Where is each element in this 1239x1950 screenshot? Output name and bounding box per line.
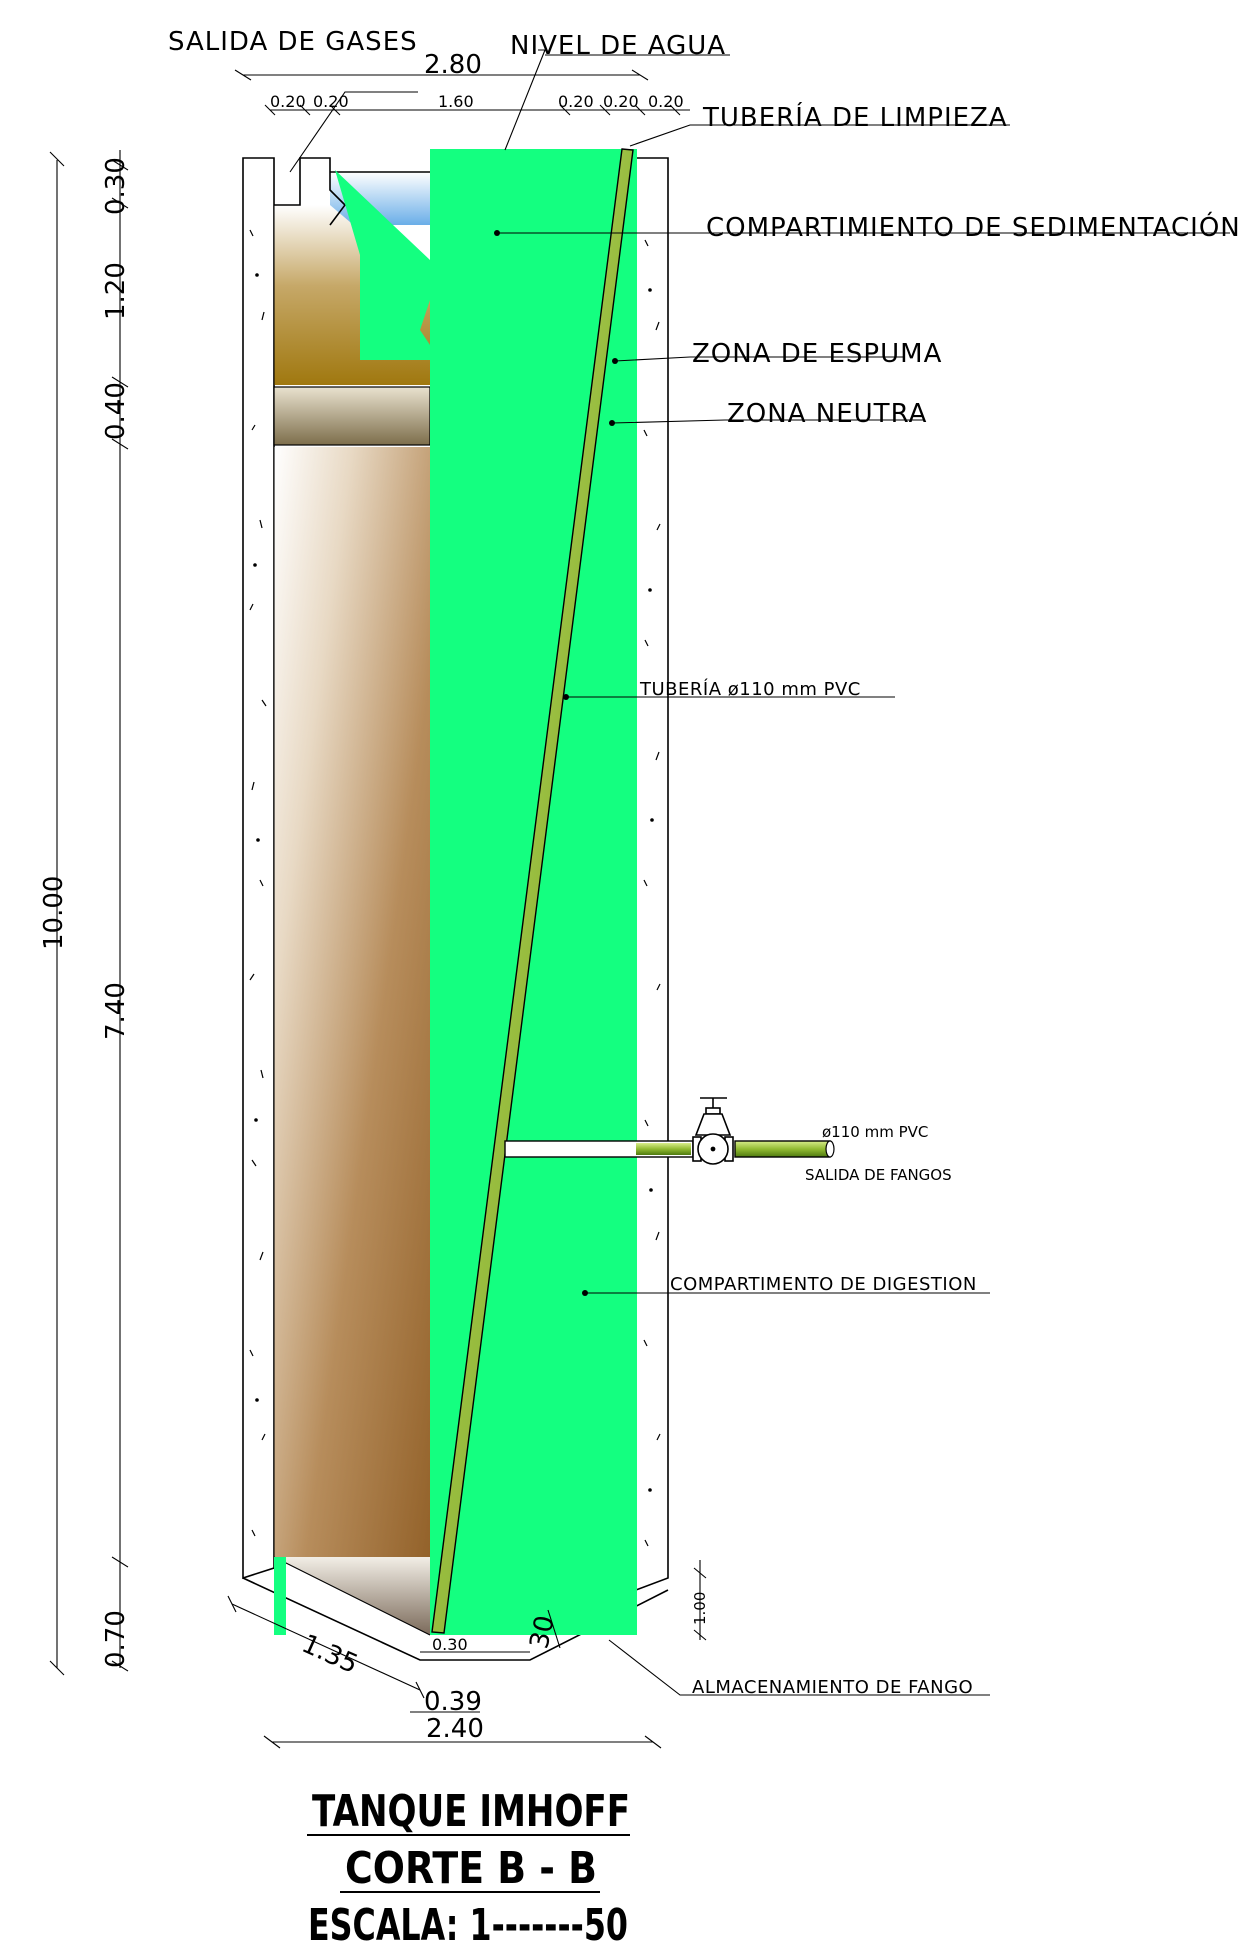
left-dim-3: 0.40: [101, 382, 131, 440]
title-line-2: CORTE B - B: [345, 1843, 597, 1894]
neutral-zone-label: ZONA NEUTRA: [727, 399, 927, 429]
top-total-dim: 2.80: [424, 50, 482, 80]
scum-zone-label: ZONA DE ESPUMA: [692, 339, 942, 369]
top-dim-1: 0.20: [270, 92, 306, 111]
left-dimension: [49, 150, 129, 1676]
right-height-dim: 1.00: [691, 1592, 709, 1625]
right-concrete-wall: [635, 157, 669, 1592]
sludge-outlet-label: SALIDA DE FANGOS: [805, 1166, 952, 1184]
title-line-1: TANQUE IMHOFF: [312, 1786, 630, 1837]
cleaning-pipe-label: TUBERÍA DE LIMPIEZA: [702, 101, 1008, 133]
top-dim-2: 0.20: [313, 92, 349, 111]
water-level-label: NIVEL DE AGUA: [510, 31, 726, 61]
bottom-slope-dim: 1.35: [297, 1629, 362, 1680]
leader-lines: [289, 49, 1230, 1696]
pipe-spec-label: TUBERÍA ø110 mm PVC: [639, 678, 861, 700]
sedimentation-label: COMPARTIMIENTO DE SEDIMENTACIÓN: [706, 211, 1239, 243]
left-dim-5: 0.70: [101, 1610, 131, 1668]
top-dimension: [234, 69, 690, 116]
sludge-storage-label: ALMACENAMIENTO DE FANGO: [692, 1677, 973, 1698]
top-dim-5: 0.20: [603, 92, 639, 111]
digestion-label: COMPARTIMENTO DE DIGESTION: [670, 1274, 977, 1295]
top-dim-6: 0.20: [648, 92, 684, 111]
top-dim-3: 1.60: [438, 92, 474, 111]
top-dim-4: 0.20: [558, 92, 594, 111]
sludge-outlet-pipe: [504, 1140, 835, 1158]
gas-outlet-label: SALIDA DE GASES: [168, 27, 418, 57]
neutral-zone: [273, 386, 431, 446]
title-line-3: ESCALA: 1-------50: [308, 1900, 628, 1950]
bottom-right-partial-dim: 30: [525, 1613, 561, 1652]
bottom-offset-dim: 0.39: [424, 1687, 482, 1717]
left-concrete-wall: [242, 157, 275, 1580]
left-dim-2: 1.20: [101, 262, 131, 320]
bottom-total-dim: 2.40: [426, 1714, 484, 1744]
cleaning-pipe: [431, 148, 634, 1634]
left-dim-4: 7.40: [101, 982, 131, 1040]
sludge-pipe-spec-label: ø110 mm PVC: [822, 1123, 928, 1141]
gate-valve-icon: [692, 1097, 734, 1165]
concrete-texture: [249, 229, 661, 1547]
title-block: [307, 1834, 630, 1893]
left-dim-1: 0.30: [101, 157, 131, 215]
bottom-opening-dim: 0.30: [432, 1635, 468, 1654]
leader-dots: [494, 230, 618, 1296]
left-total-dim: 10.00: [39, 876, 69, 950]
digestion-compartment: [274, 447, 430, 1557]
bottom-dimensions: [227, 1560, 707, 1749]
